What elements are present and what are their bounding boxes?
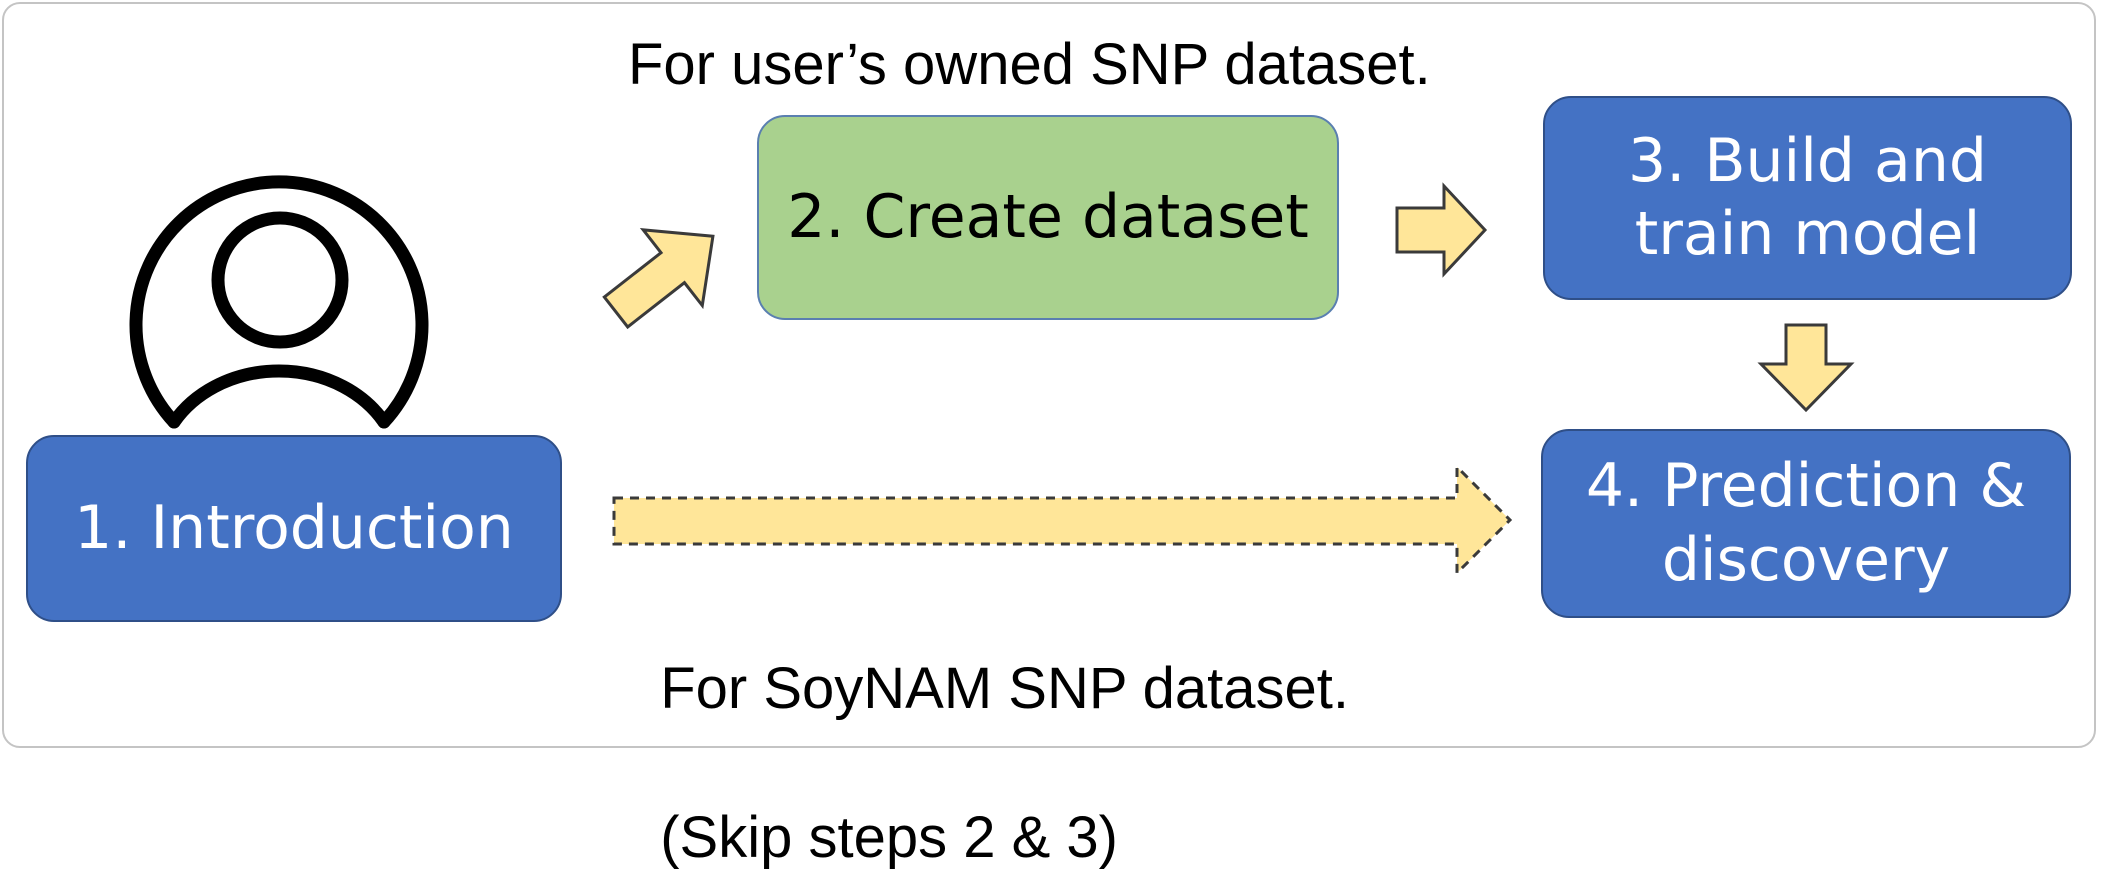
step-introduction-label: 1. Introduction (74, 492, 514, 563)
soynam-label-line-2: (Skip steps 2 & 3) (660, 804, 1118, 870)
step-build-train-line-2: train model (1634, 199, 1981, 269)
step-prediction-discovery: 4. Prediction & discovery (1541, 429, 2071, 618)
step-create-dataset: 2. Create dataset (757, 115, 1339, 320)
soynam-label-line-1: For SoyNAM SNP dataset. (660, 656, 1349, 722)
step-prediction-label: 4. Prediction & discovery (1586, 450, 2026, 596)
step-build-train-line-1: 3. Build and (1628, 125, 1987, 196)
step-create-dataset-label: 2. Create dataset (787, 181, 1309, 252)
arrow-to-build-model-icon (1395, 182, 1488, 278)
user-owned-label: For user’s owned SNP dataset. (628, 32, 1431, 97)
step-build-train-model: 3. Build and train model (1543, 96, 2072, 300)
step-introduction: 1. Introduction (26, 435, 562, 622)
step-prediction-line-2: discovery (1661, 524, 1951, 595)
skip-arrow-icon (612, 463, 1513, 577)
arrow-to-prediction-icon (1757, 323, 1855, 413)
step-build-train-label: 3. Build and train model (1628, 125, 1987, 271)
arrow-to-create-dataset-icon (602, 228, 715, 330)
user-icon (129, 175, 429, 429)
diagram-graphics (129, 175, 1855, 577)
step-prediction-line-1: 4. Prediction & (1585, 451, 2027, 522)
